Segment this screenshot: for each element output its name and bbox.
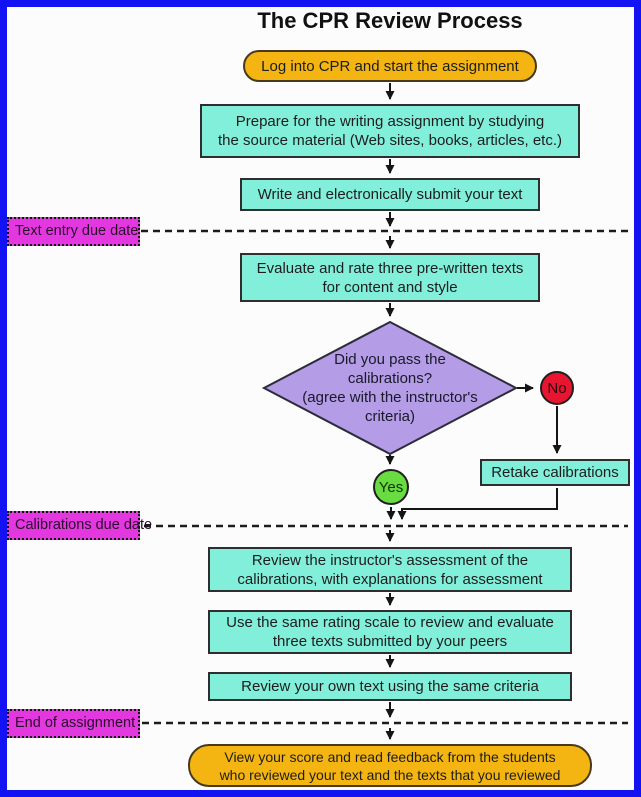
process-evaluate: Evaluate and rate three pre-written text…: [240, 253, 540, 302]
process-retake-calibrations: Retake calibrations: [480, 459, 630, 486]
yes-badge: Yes: [373, 469, 409, 505]
process-prepare: Prepare for the writing assignment by st…: [200, 104, 580, 158]
milestone-end-of-assignment: End of assignment: [7, 709, 140, 738]
process-peer-review: Use the same rating scale to review and …: [208, 610, 572, 654]
process-self-review: Review your own text using the same crit…: [208, 672, 572, 701]
start-terminal: Log into CPR and start the assignment: [243, 50, 537, 82]
process-review-assessment: Review the instructor's assessment of th…: [208, 547, 572, 592]
process-write: Write and electronically submit your tex…: [240, 178, 540, 211]
milestone-text-entry-due: Text entry due date: [7, 217, 140, 246]
end-terminal: View your score and read feedback from t…: [188, 744, 592, 787]
no-badge: No: [540, 371, 574, 405]
decision-label: Did you pass the calibrations? (agree wi…: [302, 351, 478, 425]
page-title: The CPR Review Process: [257, 8, 523, 33]
milestone-calibrations-due: Calibrations due date: [7, 511, 152, 540]
